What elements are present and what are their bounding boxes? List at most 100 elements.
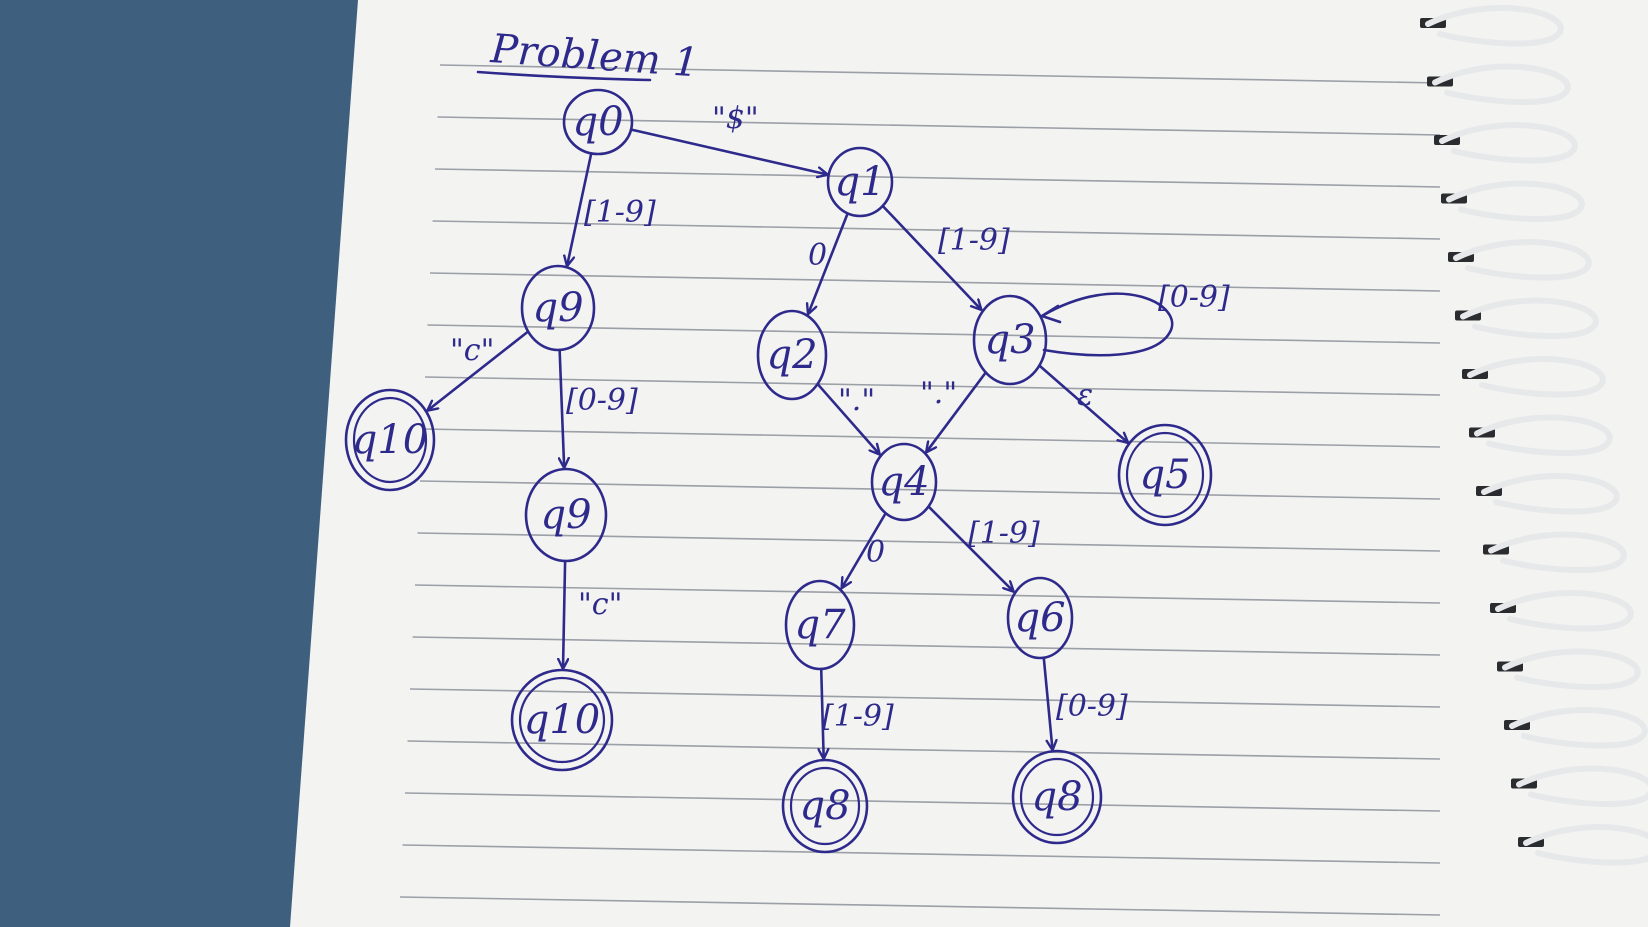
edge-label-q0-q1: "$" [712,101,759,136]
state-circle [870,442,938,522]
spiral-binding [1420,5,1648,866]
state-q9a: q9 [520,264,596,352]
spiral-ring [1516,765,1648,807]
edges: "$" [1-9] "c" [0-9] "c" 0 [1-9] [0-9] "." "." ε 0 [1… [428,101,1230,758]
state-label: q7 [794,602,846,648]
state-circle [524,467,608,563]
ruled-line [399,896,1441,916]
edge-label-q0-q9a: [1-9] [584,195,656,230]
transition-arrowhead [1040,304,1062,324]
state-circle [784,579,856,671]
edge-label-q4-q7: 0 [866,535,885,570]
ruled-line [404,792,1441,812]
edge-label-q7-q8a: [1-9] [822,699,894,734]
state-circle [1006,576,1074,660]
state-circle [1117,423,1213,527]
spiral-ring [1495,590,1634,632]
spiral-ring [1425,5,1564,47]
edge-label-q2-q4: "." [838,383,875,418]
ruled-line [427,324,1441,344]
ruled-line [419,480,1441,500]
ruled-line [434,168,1441,188]
ruled-lines [399,64,1441,916]
transition-edge-q6-q8b [1042,656,1053,749]
transition-edge-q9a-q10a [428,330,530,410]
state-q8b-accepting: q8 [1011,749,1103,845]
state-label: q6 [1014,595,1065,641]
state-q0: q0 [562,88,634,156]
state-label: q0 [572,99,623,145]
state-label: q9 [532,285,583,331]
state-circle [756,309,828,401]
ruled-line [402,844,1441,864]
state-label: q9 [540,492,591,538]
state-q7: q7 [784,579,856,671]
state-q6: q6 [1006,576,1074,660]
transition-edge-q9b-q10b [563,559,565,668]
transition-edge-q0-q9a [567,152,593,265]
transition-edge-q4-q7 [842,512,887,588]
state-q8a-accepting: q8 [781,758,869,854]
spiral-ring [1432,63,1571,105]
ruled-line [424,376,1441,396]
transition-edge-q4-q6 [927,505,1013,591]
ruled-line [412,636,1441,656]
transition-edge-q0-q1 [629,128,827,175]
accepting-inner-circle [518,676,606,764]
ruled-line [422,428,1441,448]
state-circle [520,264,596,352]
spiral-ring [1467,356,1606,398]
state-circle [344,388,436,492]
state-q2: q2 [756,309,828,401]
spiral-ring [1481,473,1620,515]
state-label: q10 [524,697,601,743]
edge-label-q6-q8b: [0-9] [1056,689,1128,724]
state-label: q8 [799,783,850,829]
state-q9b: q9 [524,467,608,563]
spiral-ring [1488,531,1627,573]
ruled-line [439,64,1441,84]
ruled-line [417,532,1441,552]
state-q10b-accepting: q10 [510,668,614,772]
edge-label-q9a-q10a: "c" [450,333,494,368]
spiral-ring [1439,122,1578,164]
state-label: q4 [878,459,929,505]
edge-label-q1-q2: 0 [808,238,827,273]
edge-label-q4-q6: [1-9] [968,516,1040,551]
title-underline [476,70,652,82]
ruled-line [407,740,1441,760]
edge-label-q3-q5: ε [1077,378,1093,413]
state-label: q10 [352,417,429,463]
state-circle [562,88,634,156]
accepting-inner-circle [789,766,861,846]
spiral-ring [1502,648,1641,690]
ruled-line [437,116,1441,136]
state-q4: q4 [870,442,938,522]
ruled-line [409,688,1441,708]
transition-edge-q9a-q9b [560,348,565,467]
spiral-ring [1474,414,1613,456]
spiral-ring [1453,239,1592,281]
state-circle [781,758,869,854]
spiral-ring [1446,180,1585,222]
state-label: q3 [984,317,1035,363]
transition-edge-q7-q8a [821,667,823,758]
spiral-ring [1523,824,1648,866]
edge-label-q3-q4: "." [920,376,957,411]
state-label: q5 [1139,452,1190,498]
edge-label-q9b-q10b: "c" [578,587,622,622]
accepting-inner-circle [1125,431,1205,519]
transition-edge-q2-q4 [817,383,879,454]
state-circle [972,294,1048,386]
state-q5-accepting: q5 [1117,423,1213,527]
edge-label-q3-q3: [0-9] [1158,280,1230,315]
ruled-line [432,220,1441,240]
state-circle [1011,749,1103,845]
transition-edge-q3-q5 [1038,364,1128,442]
edge-label-q9a-q9b: [0-9] [566,383,638,418]
state-q3: q3 [972,294,1048,386]
accepting-inner-circle [352,396,428,484]
